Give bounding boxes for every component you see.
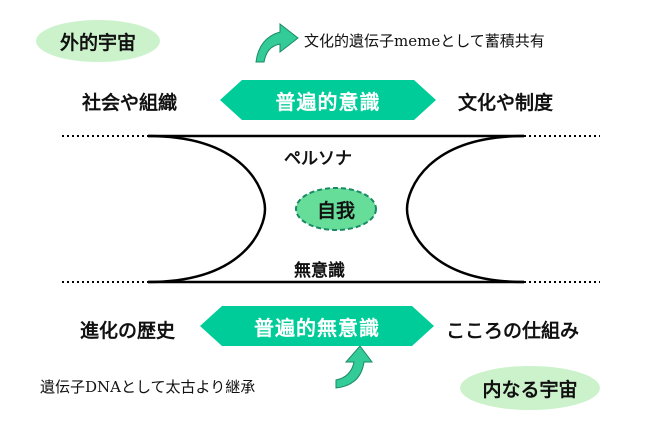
inner-universe-badge: 内なる宇宙 bbox=[460, 366, 600, 410]
dna-note: 遺伝子DNAとして太古より継承 bbox=[40, 378, 256, 396]
universal-consciousness-hexagon: 普遍的意識 bbox=[220, 80, 436, 120]
top-arrow-icon bbox=[255, 22, 299, 63]
ego-ellipse: 自我 bbox=[294, 186, 378, 232]
mind-mechanism-label: こころの仕組み bbox=[446, 320, 580, 342]
bottom-arrow-icon bbox=[335, 345, 373, 389]
outer-universe-shape bbox=[36, 20, 160, 62]
universal-consciousness-label: 普遍的意識 bbox=[275, 89, 381, 114]
culture-system-label: 文化や制度 bbox=[458, 92, 554, 114]
society-organization-label: 社会や組織 bbox=[82, 92, 178, 114]
evolution-history-label: 進化の歴史 bbox=[80, 320, 176, 342]
ego-shape bbox=[295, 187, 377, 231]
collective-unconscious-label: 普遍的無意識 bbox=[254, 315, 380, 340]
persona-label: ペルソナ bbox=[284, 149, 352, 169]
ego-label: 自我 bbox=[316, 199, 355, 222]
meme-note: 文化的遺伝子memeとして蓄積共有 bbox=[304, 32, 545, 50]
outer-universe-badge: 外的宇宙 bbox=[36, 20, 160, 62]
left-curve bbox=[147, 134, 267, 284]
unconscious-label: 無意識 bbox=[294, 261, 345, 281]
inner-universe-shape bbox=[460, 366, 600, 410]
hexagon-shape-top bbox=[220, 80, 436, 120]
outer-universe-label: 外的宇宙 bbox=[59, 31, 136, 54]
inner-universe-label: 内なる宇宙 bbox=[482, 378, 578, 401]
collective-unconscious-hexagon: 普遍的無意識 bbox=[200, 306, 434, 346]
right-curve bbox=[405, 134, 525, 284]
hexagon-shape-bottom bbox=[200, 306, 434, 346]
